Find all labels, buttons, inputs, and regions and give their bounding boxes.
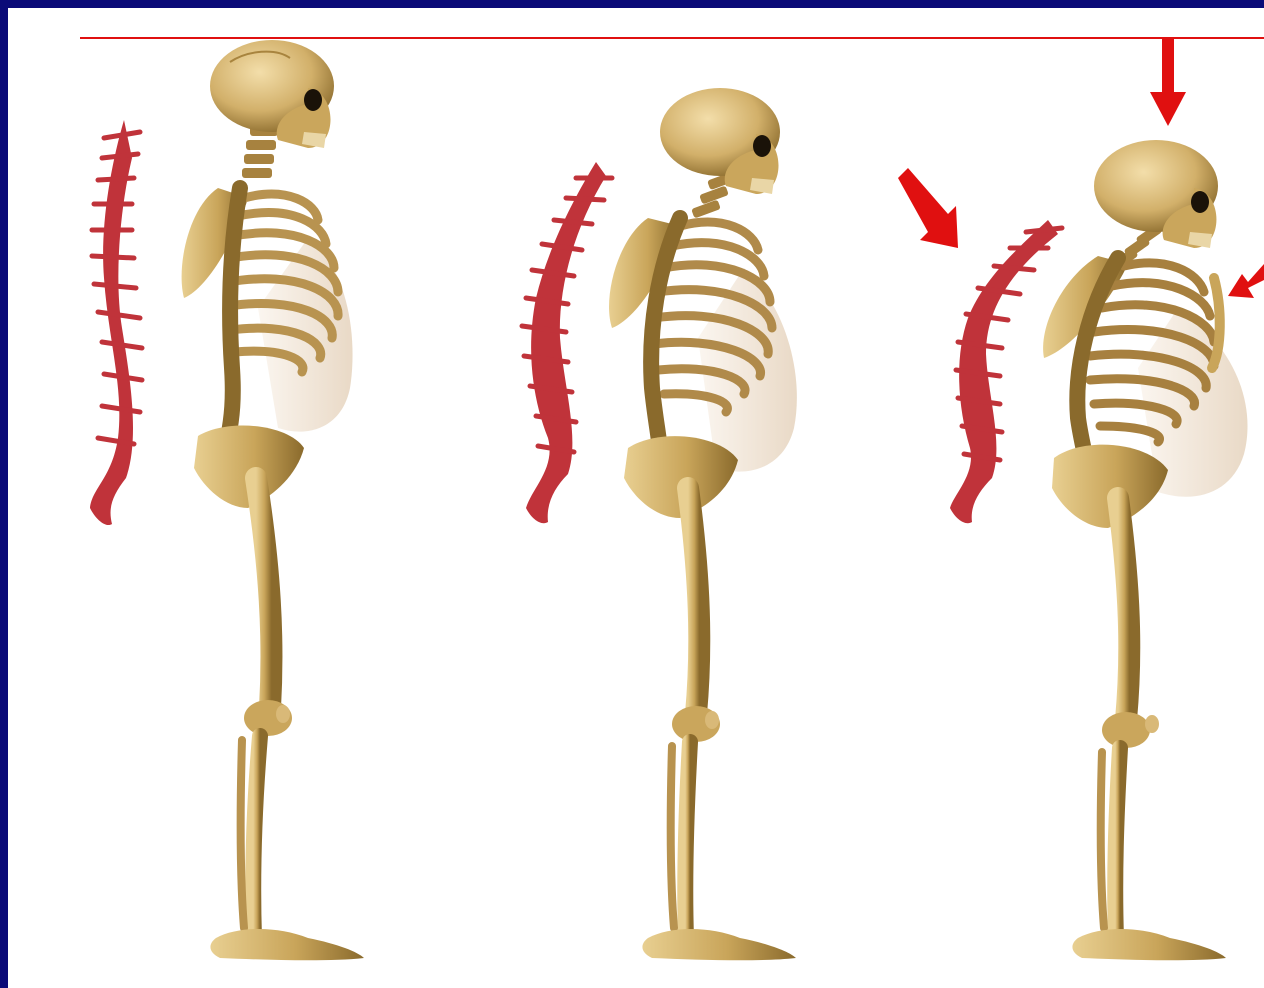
red-spine-2 [522,162,612,523]
figure-moderate [522,88,797,960]
slide-canvas [8,8,1264,988]
foot-2 [642,929,796,960]
arrow-left-down-icon [1228,264,1264,298]
red-spine-3 [950,220,1062,523]
skeleton-illustration [8,8,1264,988]
figure-severe [898,38,1264,960]
foot-3 [1072,929,1226,960]
red-spine-1 [90,120,142,525]
figure-normal [90,40,364,960]
arrow-diagonal-icon [898,168,958,248]
foot-1 [210,929,364,960]
skull-3 [1094,140,1218,248]
skull-1 [210,40,334,148]
arrow-down-icon [1150,38,1186,126]
